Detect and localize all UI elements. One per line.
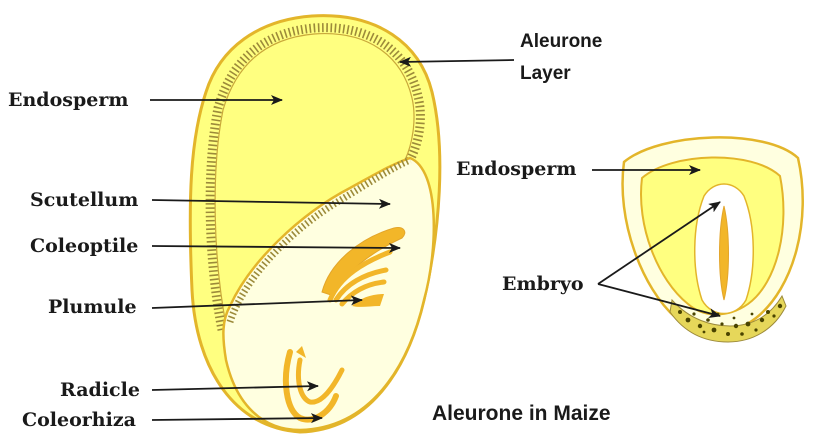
label-embryo: Embryo bbox=[502, 273, 584, 295]
label-radicle: Radicle bbox=[60, 379, 140, 401]
label-endosperm-left: Endosperm bbox=[8, 89, 128, 111]
label-aleurone-line1: Aleurone bbox=[520, 31, 602, 52]
label-aleurone-line2: Layer bbox=[520, 63, 571, 84]
label-plumule: Plumule bbox=[48, 296, 137, 318]
label-scutellum: Scutellum bbox=[30, 189, 138, 211]
label-coleorhiza: Coleorhiza bbox=[22, 409, 136, 431]
label-coleoptile: Coleoptile bbox=[30, 235, 138, 257]
caption: Aleurone in Maize bbox=[432, 402, 611, 425]
label-endosperm-right: Endosperm bbox=[456, 158, 576, 180]
seed-longitudinal-section bbox=[190, 16, 440, 432]
seed-cross-section bbox=[623, 137, 803, 342]
